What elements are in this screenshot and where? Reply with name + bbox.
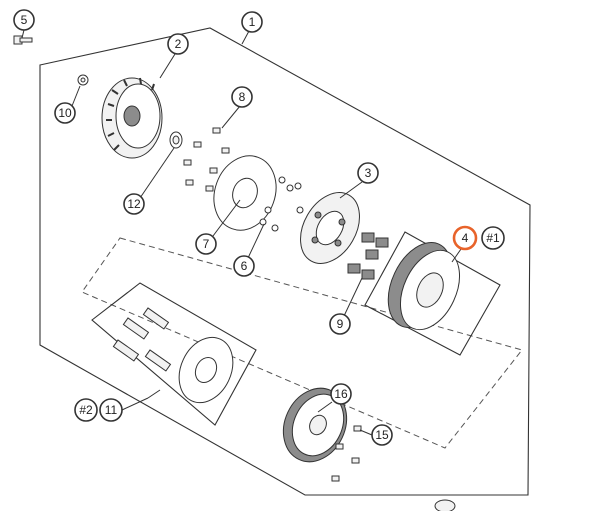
callout-kit-2-label: #2 (79, 403, 93, 417)
screws-part-8[interactable] (183, 127, 230, 192)
callout-kit-1-label: #1 (486, 231, 500, 245)
callout-9[interactable]: 9 (329, 313, 351, 335)
kit-2-frame (91, 282, 257, 426)
callout-10[interactable]: 10 (54, 102, 76, 124)
clutch-basket-part-2[interactable] (101, 77, 163, 159)
callout-15-label: 15 (375, 428, 389, 442)
callout-3[interactable]: 3 (357, 162, 379, 184)
callout-5[interactable]: 5 (13, 9, 35, 31)
assembly-frame-outline (39, 27, 531, 496)
callout-4-label: 4 (462, 231, 469, 245)
callout-12-label: 12 (127, 197, 141, 211)
callout-8-label: 8 (239, 90, 246, 104)
screws-part-15[interactable] (331, 425, 362, 482)
bolt-part-5[interactable] (13, 35, 33, 45)
kit-group-dashed-outline (81, 237, 523, 449)
callout-4-highlighted[interactable]: 4 (452, 225, 478, 251)
callout-6-label: 6 (241, 259, 248, 273)
callout-11[interactable]: 11 (99, 398, 123, 422)
disc-part-11[interactable] (169, 329, 243, 412)
leader-lines (21, 29, 462, 436)
callout-16[interactable]: 16 (330, 383, 352, 405)
callout-kit-2[interactable]: #2 (74, 398, 98, 422)
callout-3-label: 3 (365, 166, 372, 180)
callout-8[interactable]: 8 (231, 86, 253, 108)
callout-5-label: 5 (21, 13, 28, 27)
clutch-disc-pack-part-4[interactable] (364, 231, 501, 356)
callout-2-label: 2 (175, 37, 182, 51)
pins-part-11[interactable] (112, 307, 172, 372)
callout-1-label: 1 (249, 15, 256, 29)
gear-part-16[interactable] (272, 378, 358, 472)
callout-9-label: 9 (337, 317, 344, 331)
callout-2[interactable]: 2 (167, 33, 189, 55)
washer-part-10[interactable] (77, 74, 89, 86)
callout-6[interactable]: 6 (233, 255, 255, 277)
shaft-end-part (434, 499, 456, 511)
callout-15[interactable]: 15 (371, 424, 393, 446)
callout-1[interactable]: 1 (241, 11, 263, 33)
callout-12[interactable]: 12 (123, 193, 145, 215)
springs-part-9[interactable] (347, 232, 389, 280)
callout-16-label: 16 (334, 387, 348, 401)
balls-part-6[interactable] (259, 176, 304, 232)
callout-11-label: 11 (105, 403, 118, 417)
pressure-plate-part-3[interactable] (288, 182, 371, 274)
shim-part-12[interactable] (169, 131, 183, 149)
disc-part-7[interactable] (204, 147, 286, 239)
callout-10-label: 10 (58, 106, 72, 120)
callout-7[interactable]: 7 (195, 233, 217, 255)
callout-kit-1[interactable]: #1 (481, 226, 505, 250)
callout-7-label: 7 (203, 237, 210, 251)
